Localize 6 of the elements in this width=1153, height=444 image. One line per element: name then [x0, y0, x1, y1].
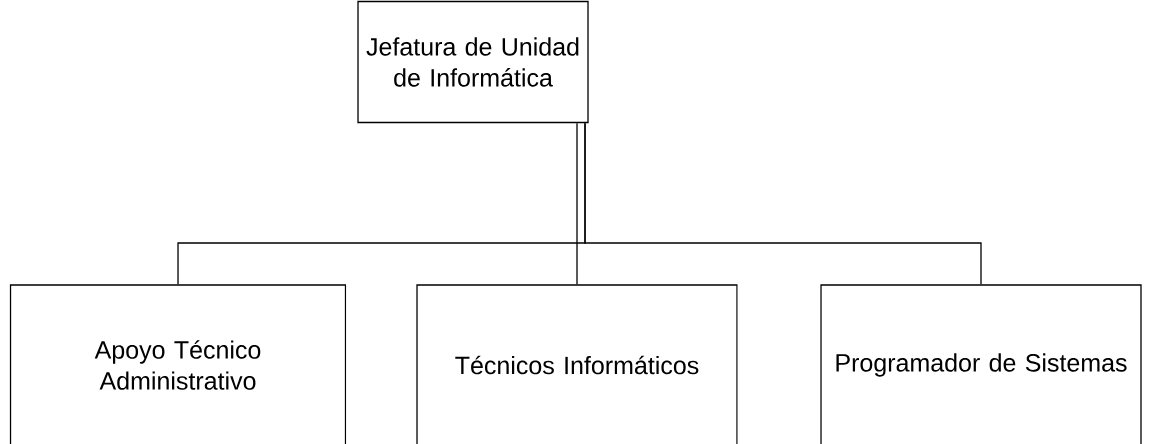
org-box: Técnicos Informáticos — [416, 284, 738, 444]
org-box: Apoyo Técnico Administrativo — [9, 284, 347, 444]
connector-line — [584, 122, 982, 285]
org-box: Jefatura de Unidad de Informática — [357, 0, 589, 124]
org-box: Programador de Sistemas — [820, 284, 1142, 444]
connector-line — [576, 122, 578, 285]
